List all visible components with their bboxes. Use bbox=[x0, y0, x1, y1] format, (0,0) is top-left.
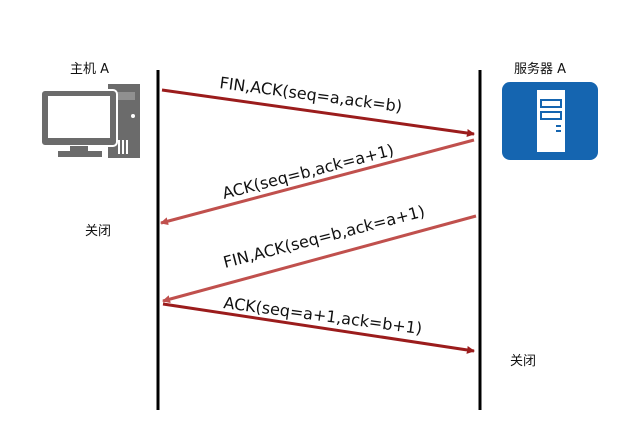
client-closed-label: 关闭 bbox=[85, 224, 112, 239]
message-arrow-2 bbox=[160, 138, 475, 226]
server-icon bbox=[502, 82, 598, 160]
desktop-computer-icon bbox=[40, 84, 140, 158]
server-label: 服务器 A bbox=[514, 62, 567, 77]
message-arrow-3 bbox=[162, 214, 477, 304]
message-label-4: ACK(seq=a+1,ack=b+1) bbox=[222, 293, 423, 338]
server-closed-label: 关闭 bbox=[510, 354, 537, 369]
client-label: 主机 A bbox=[70, 62, 110, 77]
message-label-2: ACK(seq=b,ack=a+1) bbox=[220, 140, 396, 203]
message-arrow-4 bbox=[162, 302, 475, 354]
message-arrow-1 bbox=[161, 88, 475, 137]
